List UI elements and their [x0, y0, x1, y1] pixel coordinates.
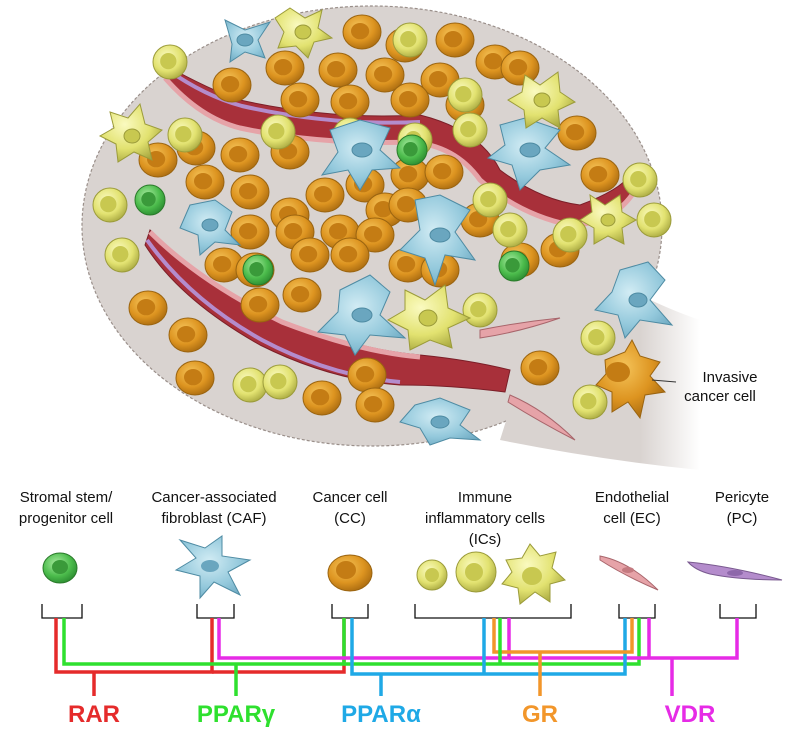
cancer-cell-nucleus	[508, 58, 528, 76]
immune-cell-nucleus	[470, 300, 487, 318]
cancer-cell-nucleus	[283, 222, 303, 240]
cancer-cell-nucleus	[248, 295, 268, 313]
immune-cell-nucleus	[270, 372, 287, 390]
immune-cell-nucleus	[560, 225, 577, 243]
pericyte-icon	[686, 561, 783, 581]
receptor-ppar-alpha-label: PPARα	[341, 701, 421, 728]
immune-cell-nucleus	[100, 195, 117, 213]
cancer-cell-nucleus	[238, 222, 258, 240]
invasive-cancer-cell	[595, 338, 677, 420]
cancer-cell-nucleus	[432, 162, 452, 180]
cancer-cell-nucleus	[398, 90, 418, 108]
cancer-cell-nucleus	[310, 388, 330, 406]
cancer-cell-nucleus	[565, 123, 585, 141]
label-caf-line1: Cancer-associated	[151, 489, 276, 506]
cancer-cell-nucleus	[338, 92, 358, 110]
stromal-cell-nucleus	[141, 192, 156, 207]
stromal-cell-icon	[42, 552, 78, 584]
receptor-gr-label: GR	[522, 701, 558, 728]
receptor-ppar-gamma-label: PPARγ	[197, 701, 276, 728]
immune-cell-nucleus	[630, 170, 647, 188]
label-endothelial-line1: Endothelial	[595, 489, 669, 506]
label-immune-line1: Immune	[458, 489, 512, 506]
cancer-cell-nucleus	[136, 298, 156, 316]
cancer-cell-nucleus	[363, 395, 383, 413]
cancer-cell-nucleus	[146, 150, 166, 168]
cancer-cell-nucleus	[290, 285, 310, 303]
cell-type-legend: Stromal stem/ progenitor cell Cancer-ass…	[19, 489, 783, 619]
immune-cell-nucleus	[268, 122, 285, 140]
invasive-label-line1: Invasive	[702, 369, 757, 386]
immune-cell-nucleus	[240, 375, 257, 393]
cancer-cell-nucleus	[212, 255, 232, 273]
invasive-label-line2: cancer cell	[684, 388, 756, 405]
caf-cells	[179, 19, 674, 446]
cancer-cell-nucleus	[443, 30, 463, 48]
stromal-cells	[134, 134, 530, 286]
label-pericyte-line1: Pericyte	[715, 489, 769, 506]
stromal-cell-nucleus	[403, 142, 418, 157]
cancer-cell-nucleus	[326, 60, 346, 78]
label-pericyte-line2: (PC)	[727, 510, 758, 527]
immune-cell-nucleus	[480, 190, 497, 208]
cancer-cell-nucleus	[288, 90, 308, 108]
stromal-cell-nucleus	[505, 258, 520, 273]
cancer-cell-nucleus	[428, 70, 448, 88]
immune-cell-nucleus	[175, 125, 192, 143]
label-cancer-line2: (CC)	[334, 510, 366, 527]
immune-cell-nucleus	[580, 392, 597, 410]
cancer-cell-nucleus	[396, 255, 416, 273]
cancer-cell-nucleus	[238, 182, 258, 200]
cancer-cell-nucleus	[373, 200, 393, 218]
label-stromal-line2: progenitor cell	[19, 510, 113, 527]
cancer-cell-nucleus	[298, 245, 318, 263]
immune-cell-nucleus	[455, 85, 472, 103]
endothelial-cell-icon	[599, 555, 659, 591]
activated-immune-cells	[98, 7, 638, 351]
immune-cell-nucleus	[112, 245, 129, 263]
label-endothelial-line2: cell (EC)	[603, 510, 661, 527]
legend-brackets	[41, 604, 757, 619]
cancer-cell-nucleus	[338, 245, 358, 263]
immune-cell-nucleus	[500, 220, 517, 238]
cancer-cell-nucleus	[483, 52, 503, 70]
label-immune-line2: inflammatory cells	[425, 510, 545, 527]
cancer-cell-nucleus	[363, 225, 383, 243]
cancer-cell-nucleus	[528, 358, 548, 376]
cancer-cell-nucleus	[273, 58, 293, 76]
cancer-cell-nucleus	[183, 368, 203, 386]
immune-cell-nucleus	[400, 30, 417, 48]
cancer-cell-nucleus	[176, 325, 196, 343]
cancer-cell-nucleus	[228, 145, 248, 163]
label-stromal-line1: Stromal stem/	[20, 489, 113, 506]
label-caf-line2: fibroblast (CAF)	[161, 510, 266, 527]
receptor-connectors	[54, 618, 739, 696]
cancer-cell-nucleus	[328, 222, 348, 240]
cancer-cell-icon	[327, 554, 373, 592]
cancer-cell-nucleus	[220, 75, 240, 93]
cancer-cell-nucleus	[373, 65, 393, 83]
cancer-cells	[128, 14, 620, 423]
stromal-cell-nucleus	[249, 262, 264, 277]
immune-cell-nucleus	[644, 210, 661, 228]
cancer-cell-nucleus	[313, 185, 333, 203]
immune-cell-nucleus	[588, 328, 605, 346]
cancer-cell-nucleus	[398, 165, 418, 183]
cancer-cell-nucleus	[350, 22, 370, 40]
cancer-cell-nucleus	[193, 172, 213, 190]
immune-cell-nucleus	[160, 52, 177, 70]
cancer-cell-nucleus	[396, 195, 416, 213]
migrating-cells	[479, 317, 576, 441]
receptor-vdr-label: VDR	[665, 701, 716, 728]
label-cancer-line1: Cancer cell	[312, 489, 387, 506]
label-immune-line3: (ICs)	[469, 531, 502, 548]
receptor-labels: RAR PPARγ PPARα GR VDR	[68, 701, 715, 728]
cancer-cell-nucleus	[588, 165, 608, 183]
caf-icon	[174, 535, 252, 600]
immune-cells-icon	[416, 543, 567, 605]
immune-cell-nucleus	[460, 120, 477, 138]
receptor-rar-label: RAR	[68, 701, 120, 728]
cancer-cell-nucleus	[355, 365, 375, 383]
